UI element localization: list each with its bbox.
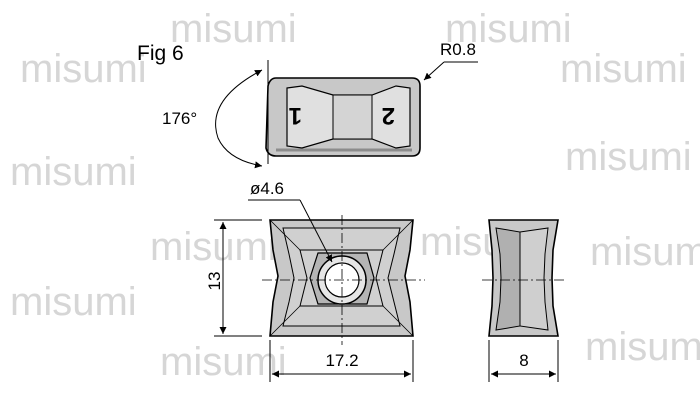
thickness-label: 8	[519, 351, 528, 370]
figure-label: Fig 6	[137, 42, 184, 65]
watermark-text: misumi	[10, 280, 137, 324]
watermark-text: misumi	[590, 230, 700, 274]
insert-mark-left: 1	[289, 102, 302, 129]
length-dimension: 17.2	[269, 340, 414, 382]
corner-radius-callout: R0.8	[423, 40, 478, 81]
height-label: 13	[205, 272, 224, 291]
watermark-text: misumi	[565, 135, 692, 179]
watermark-text: misumi	[150, 225, 277, 269]
height-dimension: 13	[205, 219, 262, 337]
corner-radius-label: R0.8	[440, 40, 476, 59]
watermark-text: misumi	[160, 340, 287, 384]
watermark-text: misumi	[10, 150, 137, 194]
insert-side-view	[482, 219, 566, 337]
angle-dimension: 176°	[162, 69, 263, 169]
watermark-layer: misumi misumi misumi misumi misumi misum…	[10, 7, 700, 384]
insert-front-view	[262, 215, 425, 345]
insert-mark-right: 2	[382, 102, 395, 129]
watermark-text: misumi	[445, 7, 572, 51]
watermark-text: misumi	[585, 325, 700, 369]
length-label: 17.2	[325, 351, 358, 370]
hole-diameter-callout: ø4.6	[248, 179, 333, 263]
watermark-text: misumi	[560, 47, 687, 91]
watermark-text: misumi	[170, 7, 297, 51]
hole-diameter-label: ø4.6	[250, 179, 284, 198]
angle-label: 176°	[162, 109, 197, 128]
watermark-text: misumi	[20, 47, 147, 91]
thickness-dimension: 8	[488, 340, 559, 382]
insert-top-view: 1 2	[265, 60, 421, 164]
